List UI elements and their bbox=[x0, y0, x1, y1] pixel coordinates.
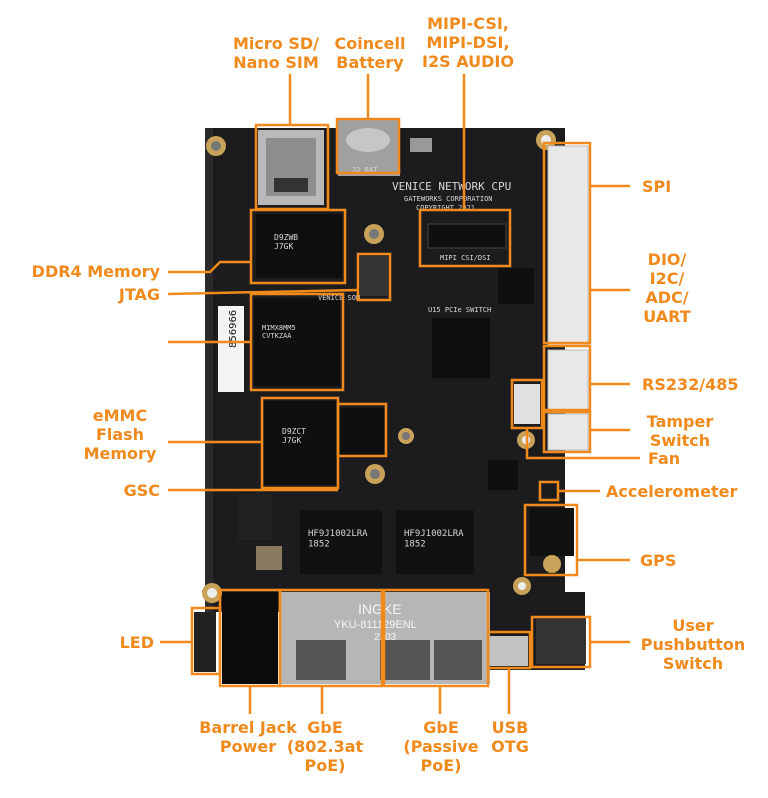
label-ddr4: DDR4 Memory bbox=[31, 262, 160, 281]
tamper-connector bbox=[547, 413, 589, 451]
ddr4-chip bbox=[256, 214, 342, 278]
magnetics-2 bbox=[396, 510, 474, 574]
label-userbtn: User Pushbutton Switch bbox=[640, 616, 746, 673]
barcode-sticker bbox=[218, 306, 244, 392]
silk-maker: GATEWORKS CORPORATION bbox=[404, 195, 493, 203]
box-rs232 bbox=[542, 344, 592, 412]
barrel-jack bbox=[222, 592, 278, 684]
label-accel: Accelerometer bbox=[606, 482, 738, 501]
gps-module bbox=[530, 508, 574, 556]
box-jtag bbox=[356, 252, 392, 302]
box-tamper bbox=[542, 410, 592, 454]
label-usb: USB OTG bbox=[491, 718, 529, 756]
leader-fan bbox=[525, 428, 640, 460]
cpu-chip bbox=[254, 298, 340, 386]
mounting-holes bbox=[202, 130, 556, 603]
label-gbe1: GbE (802.3at PoE) bbox=[286, 718, 364, 775]
label-tamper: Tamper Switch bbox=[646, 412, 714, 450]
emmc-chip bbox=[264, 401, 336, 485]
coincell-holder bbox=[338, 118, 400, 176]
label-barrel: Barrel Jack Power bbox=[199, 718, 297, 756]
label-microsd: Micro SD/ Nano SIM bbox=[233, 34, 319, 72]
label-gsc: GSC bbox=[123, 481, 160, 500]
silk-mipi: MIPI CSI/DSI bbox=[440, 254, 491, 262]
fan-connector bbox=[514, 384, 540, 424]
box-spi bbox=[542, 141, 592, 345]
label-coincell: Coincell Battery bbox=[334, 34, 406, 72]
label-led: LED bbox=[119, 633, 154, 652]
box-gbe1 bbox=[278, 588, 384, 688]
silk-batt: J2 BAT bbox=[352, 166, 378, 174]
box-ddr4 bbox=[249, 208, 347, 285]
box-gsc bbox=[336, 402, 388, 458]
label-spi: SPI bbox=[642, 177, 672, 196]
led bbox=[194, 612, 216, 672]
label-gps: GPS bbox=[640, 551, 677, 570]
silk-copyright: COPYRIGHT 2021 bbox=[416, 204, 475, 212]
rj45-code: 2103 bbox=[374, 632, 397, 643]
leader-ddr4 bbox=[168, 260, 251, 274]
user-button bbox=[536, 618, 586, 664]
label-dio: DIO/ I2C/ ADC/ UART bbox=[643, 250, 691, 326]
usb-port bbox=[490, 636, 528, 666]
barcode-text: 856966 bbox=[228, 310, 239, 348]
box-gps bbox=[523, 503, 579, 577]
label-mipi: MIPI-CSI, MIPI-DSI, I2S AUDIO bbox=[422, 14, 514, 71]
label-rs232: RS232/485 bbox=[642, 375, 739, 394]
rj45-model: YKU-811129ENL bbox=[334, 619, 417, 631]
label-emmc: eMMC Flash Memory bbox=[83, 406, 157, 463]
label-gbe2: GbE (Passive PoE) bbox=[403, 718, 479, 775]
silk-som: VENICE SOM bbox=[318, 294, 360, 302]
leader-jtag bbox=[167, 288, 359, 296]
rs232-connector bbox=[547, 349, 589, 413]
jtag-header bbox=[360, 256, 388, 296]
label-fan: Fan bbox=[648, 449, 681, 468]
silk-pcie: U15 PCIe SWITCH bbox=[428, 306, 491, 314]
magnetics-1 bbox=[300, 510, 382, 574]
label-jtag: JTAG bbox=[118, 285, 160, 304]
microsd-slot bbox=[258, 130, 324, 205]
rj45-brand: INGKE bbox=[358, 601, 402, 617]
mipi-connector bbox=[427, 223, 507, 249]
silk-title: VENICE NETWORK CPU bbox=[392, 180, 511, 193]
spi-dio-connector bbox=[547, 145, 589, 347]
